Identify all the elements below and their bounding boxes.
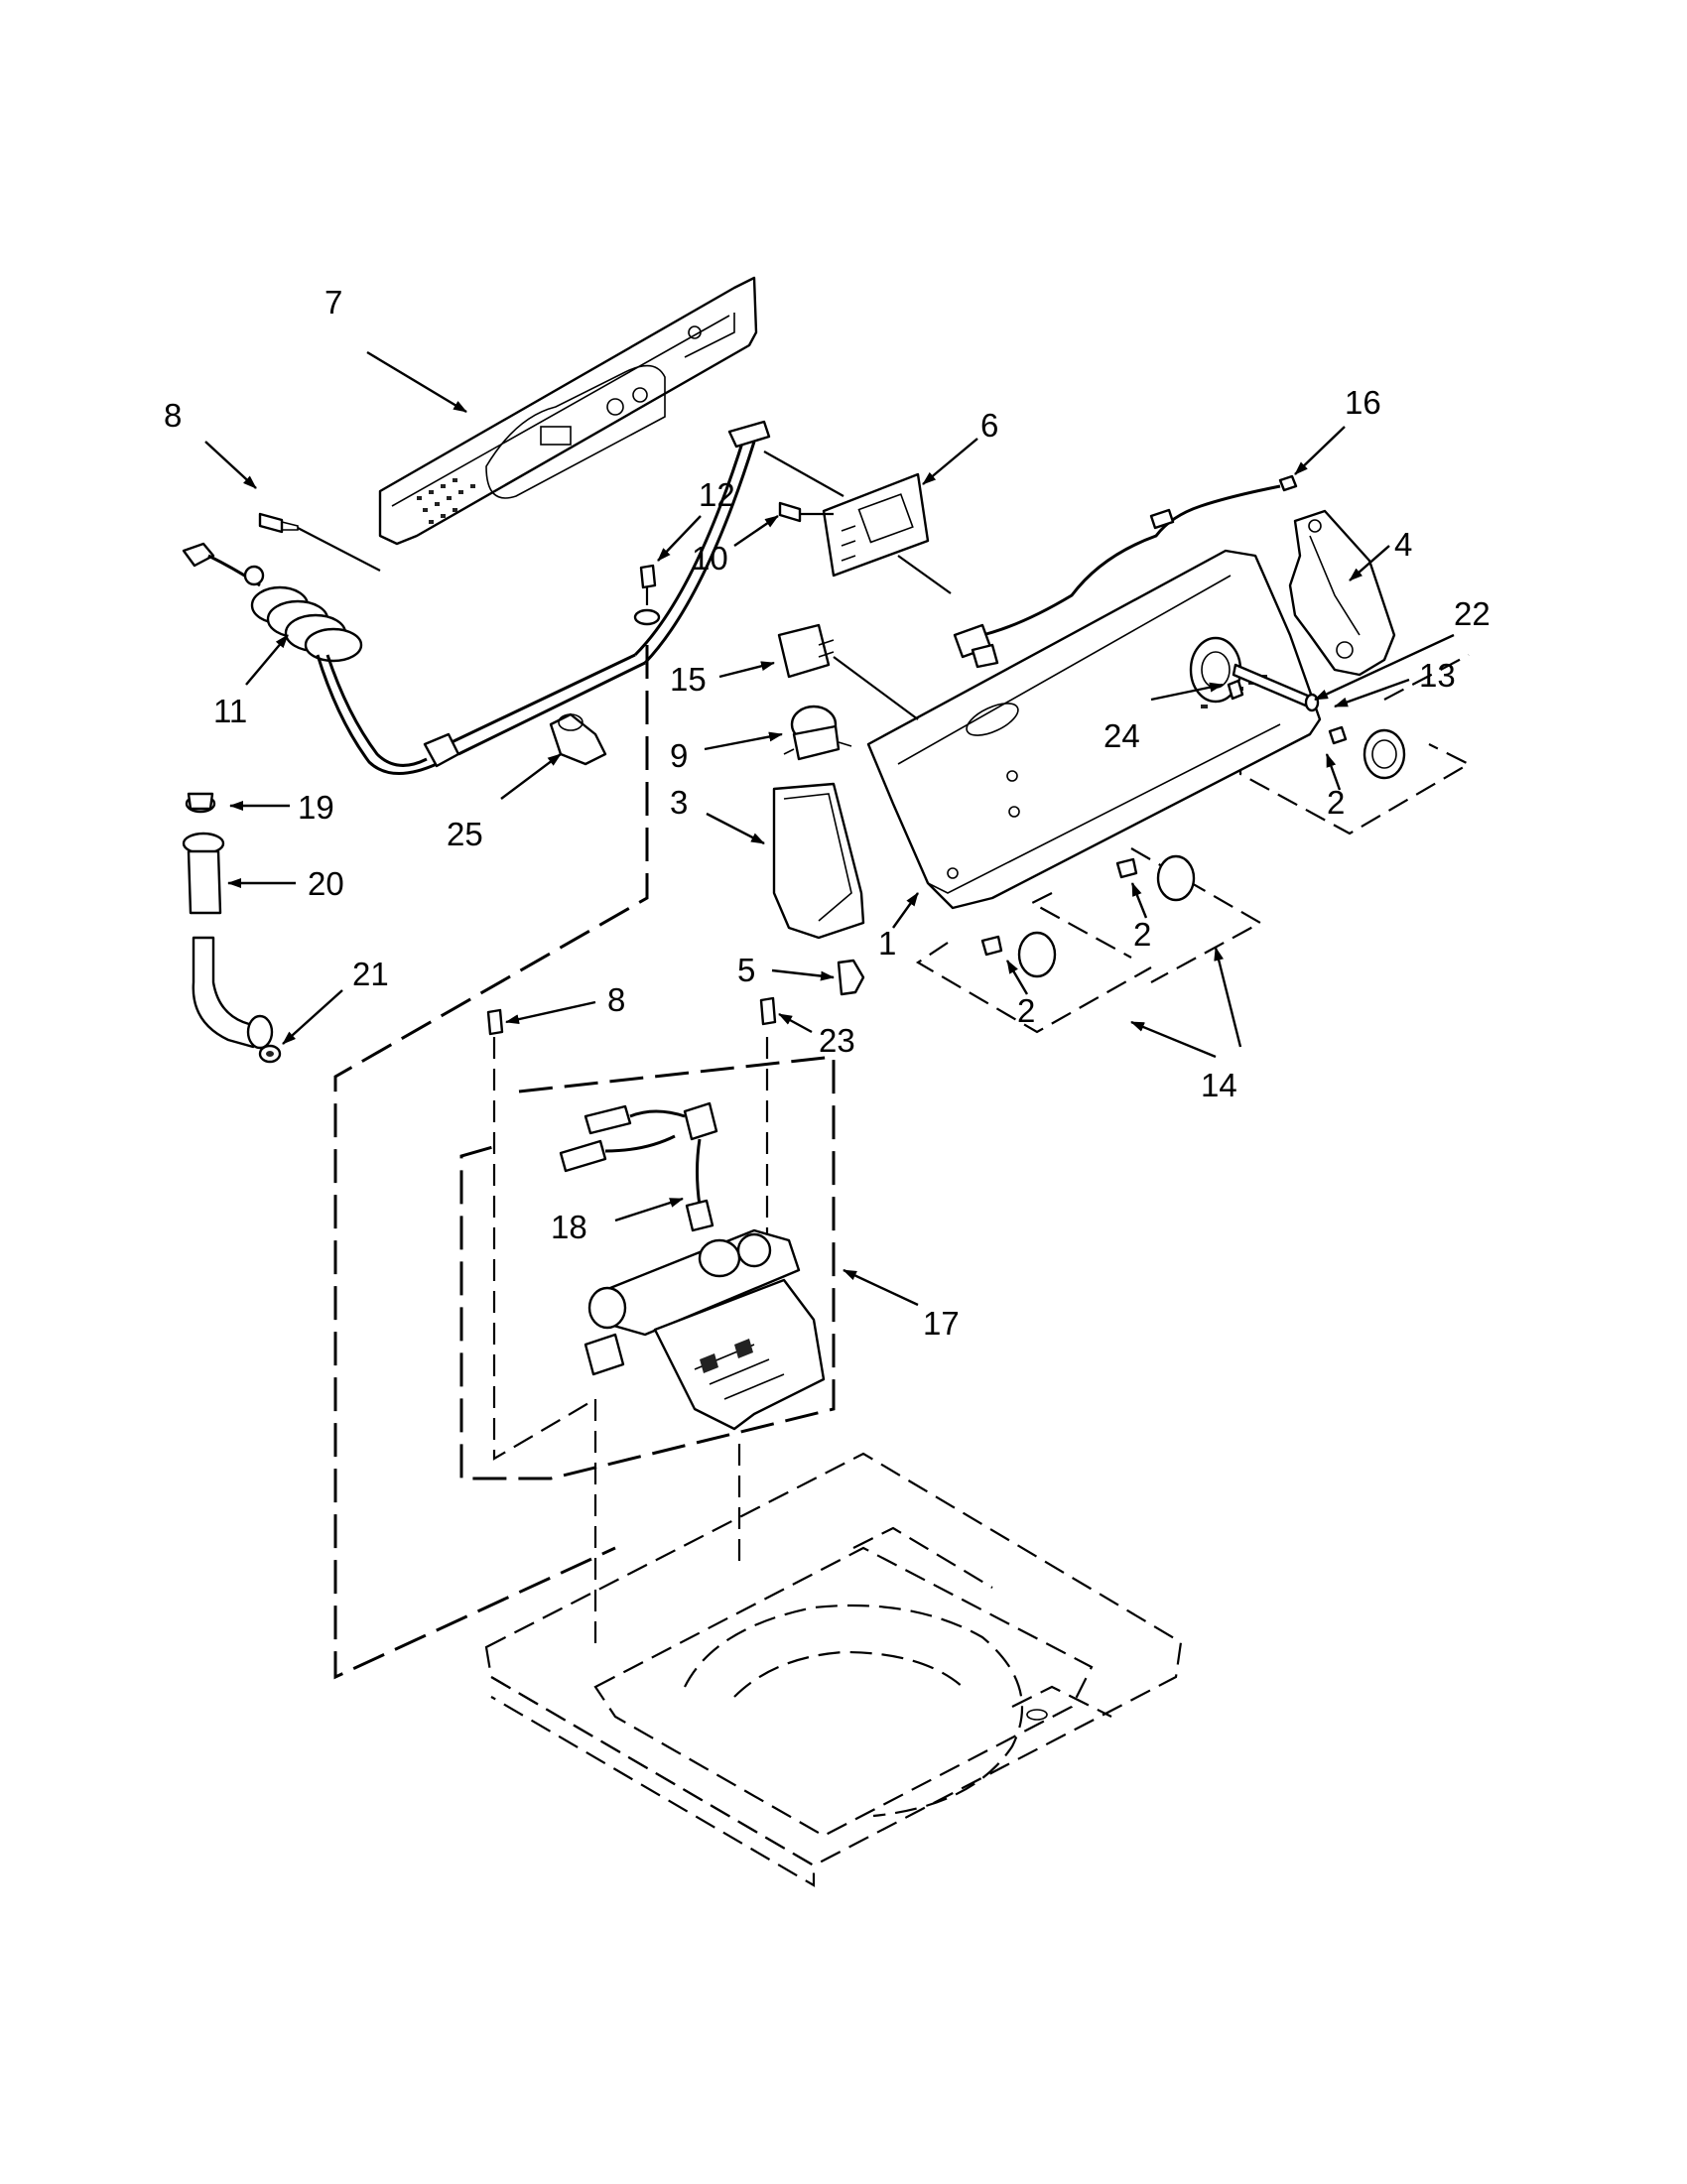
callout-6: 6 (980, 407, 998, 444)
callout-4: 4 (1394, 526, 1412, 563)
dispenser-cover-part (772, 782, 865, 940)
clip-part (837, 959, 865, 996)
wire-harness-part (953, 474, 1298, 669)
callout-5: 5 (737, 952, 755, 988)
knob-part-2a (1328, 725, 1406, 780)
knob-part-2b (1115, 854, 1196, 902)
callout-2-middle: 2 (1133, 916, 1151, 953)
callout-18: 18 (551, 1209, 587, 1245)
screw-part-23 (759, 996, 777, 1026)
arrow-9 (704, 731, 783, 751)
washer-part-21 (258, 1044, 282, 1064)
arrow-16 (1294, 426, 1346, 475)
screw-washer-part-12 (633, 564, 661, 626)
arrow-25 (500, 753, 562, 800)
callout-15: 15 (670, 661, 707, 698)
water-valve-part-17 (584, 1228, 826, 1431)
arrow-14b (1214, 947, 1242, 1048)
inlet-hose-part-20 (182, 832, 274, 1050)
callout-7: 7 (324, 284, 342, 321)
callout-24: 24 (1103, 717, 1140, 754)
arrow-17 (843, 1268, 919, 1307)
callout-13: 13 (1419, 657, 1456, 694)
callout-25: 25 (447, 816, 483, 852)
pressure-switch-part-9 (783, 705, 852, 761)
arrow-2a (1325, 753, 1342, 791)
callout-arrows (204, 350, 1455, 1307)
selector-shaft-part (1189, 636, 1320, 712)
arrow-23 (778, 1012, 813, 1034)
arrow-6 (922, 438, 978, 485)
arrow-8b (505, 1000, 596, 1025)
arrow-8a (204, 441, 257, 489)
callout-14: 14 (1201, 1067, 1237, 1103)
arrow-24 (1150, 682, 1224, 702)
callout-2-bottom: 2 (1017, 992, 1035, 1029)
callout-19: 19 (298, 789, 334, 826)
callout-22: 22 (1454, 595, 1491, 632)
callout-20: 20 (308, 865, 344, 902)
callout-3: 3 (670, 784, 688, 821)
arrow-22 (1314, 633, 1455, 702)
arrow-7 (366, 350, 467, 414)
arrow-15 (718, 661, 775, 679)
rear-panel-part (378, 276, 758, 546)
callout-23: 23 (819, 1022, 855, 1059)
arrow-14a (1130, 1020, 1217, 1059)
valve-harness-part-18 (559, 1101, 718, 1232)
console-bracket-part (1288, 509, 1396, 677)
switch-part-15 (777, 623, 919, 720)
callout-9: 9 (670, 737, 688, 774)
inlet-screen-part-19 (185, 792, 216, 814)
callout-2-top: 2 (1327, 784, 1345, 821)
callout-21: 21 (352, 956, 389, 992)
callout-8: 8 (164, 397, 182, 434)
arrow-12 (657, 515, 702, 562)
control-board-part (763, 450, 952, 594)
callout-17: 17 (923, 1305, 960, 1342)
screw-part-10 (778, 501, 834, 523)
callout-16: 16 (1345, 384, 1381, 421)
arrow-5 (771, 968, 835, 981)
knob-part-2c (980, 931, 1057, 978)
callout-labels: 7 8 12 6 10 16 4 22 13 24 11 15 9 3 19 2… (164, 284, 1491, 1342)
assembly-guide-lines (333, 645, 1472, 1680)
arrow-3 (706, 812, 765, 845)
cabinet-top-outline (484, 1452, 1183, 1887)
arrow-10 (733, 515, 779, 547)
power-cord-part (182, 420, 771, 775)
screw-part-8a (258, 512, 381, 572)
callout-11: 11 (213, 693, 247, 729)
arrow-2c (1005, 960, 1029, 995)
callout-12: 12 (699, 476, 735, 513)
screw-part-8b (486, 1008, 504, 1036)
arrow-11 (245, 634, 289, 686)
arrow-2b (1130, 882, 1148, 919)
arrow-21 (282, 989, 343, 1045)
arrow-1 (892, 892, 919, 929)
callout-8-lower: 8 (607, 981, 625, 1018)
callout-10: 10 (692, 540, 728, 577)
valve-assembly-box (459, 1055, 836, 1480)
arrow-13 (1334, 678, 1410, 708)
arrow-4 (1349, 545, 1390, 581)
arrow-18 (614, 1197, 684, 1222)
callout-1: 1 (878, 925, 896, 962)
console-panel-part (866, 549, 1322, 910)
